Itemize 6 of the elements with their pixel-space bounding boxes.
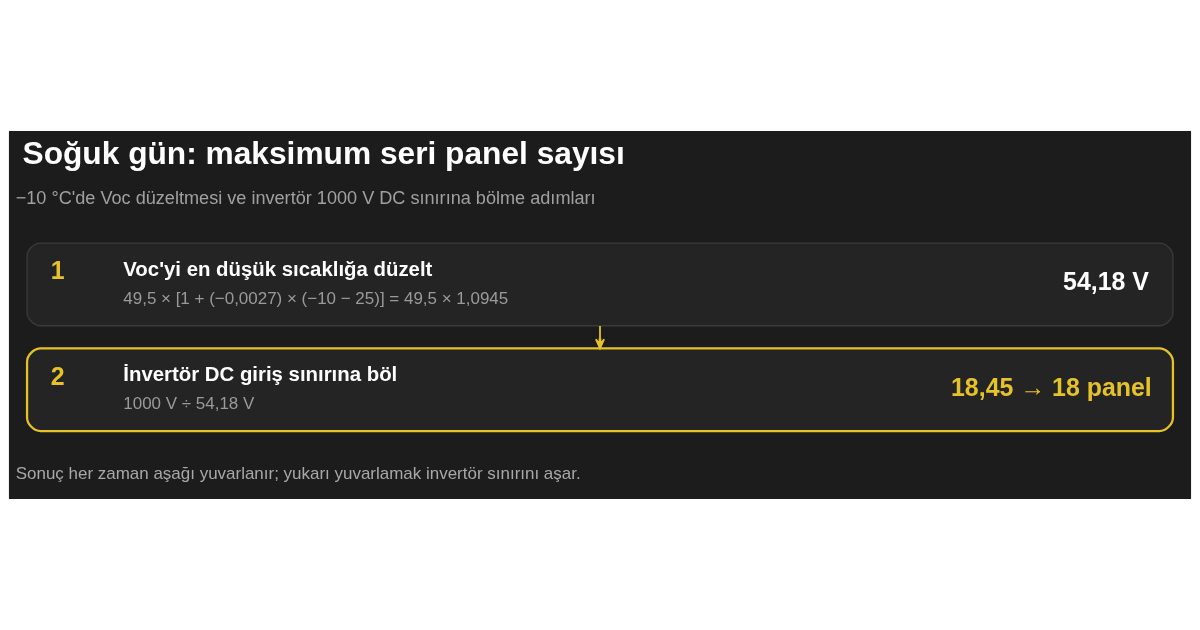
node-box: 1 Voc'yi en düşük sıcaklığa düzelt 54,18 V 49,5 × [1 + (−0,0027) × (−10 − 25)] = 49,5 × 1,0945 bbox=[26, 242, 1174, 327]
label: −10 °C'de Voc düzeltmesi ve invertör 1000 V DC sınırına bölme adımları bbox=[15, 188, 596, 209]
diagram-title: Soğuk gün: maksimum seri panel sayısı bbox=[22, 135, 625, 172]
node-box: 2 İnvertör DC giriş sınırına böl 18,45 → 18 panel 1000 V ÷ 54,18 V bbox=[25, 347, 1175, 433]
arrow bbox=[595, 325, 605, 350]
label: Sonuç her zaman aşağı yuvarlanır; yukarı yuvarlamak invertör sınırını aşar. bbox=[15, 463, 581, 483]
